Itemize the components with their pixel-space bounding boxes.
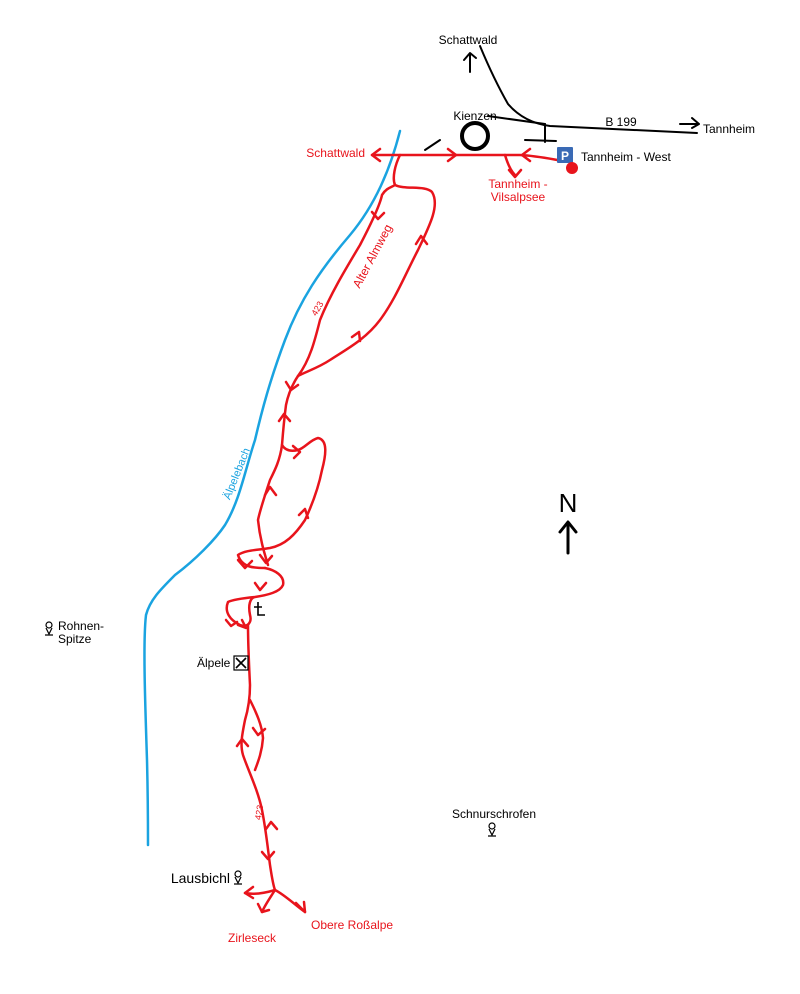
arrow-west-trail-icon [520,147,532,163]
north-label: N [559,488,578,518]
label-aelpelebach: Älpelebach [221,446,253,501]
label-alter-almweg: Alter Almweg [350,222,395,290]
roundabout-icon [460,121,490,151]
arrow-descent-3-icon [236,558,254,570]
arrow-aelpele-loop-icon [224,618,239,628]
trail-branch-vilsalpsee [503,153,517,177]
parking-letter: P [561,149,569,163]
label-route-423-lower: 423 [253,804,265,821]
label-kienzen: Kienzen [453,109,496,123]
mountain-hut-icon [233,655,249,671]
arrow-descent-1-icon [284,380,300,392]
road-west-stub [424,139,441,151]
label-aelpele: Älpele [197,656,231,670]
trail-main-descent [256,374,300,567]
label-schattwald-left: Schattwald [306,146,365,160]
start-point-icon [566,162,578,174]
road-secondary [524,139,557,142]
arrow-descent-5-icon [251,726,267,737]
label-tannheim-vilsalpsee-line1: Tannheim - [488,177,547,191]
trail-variant-east [248,698,265,772]
arrow-ascent-2-icon [263,485,278,497]
label-tannheim-west: Tannheim - West [581,150,671,164]
trail-start-road [392,153,572,187]
trail-split-bottom [243,888,307,914]
arrow-schattwald-north-icon [463,52,477,73]
label-rohnen-line1: Rohnen- [58,619,104,633]
trail-to-lausbichl [240,623,277,892]
road-b199 [487,115,546,125]
trail-near-aelpele [225,566,285,627]
summit-icon-schnurschrofen [488,822,496,837]
arrow-ascent-1-icon [277,412,292,423]
road-arrows [463,52,700,129]
arrow-aelpele-left-icon [236,618,248,630]
arrow-tannheim-east-icon [679,117,700,129]
parking-icon: P [557,147,573,163]
arrow-left-schattwald-icon [370,147,382,163]
label-lausbichl: Lausbichl [171,870,230,886]
arrow-loop-up-1-icon [414,234,429,246]
trail-network [225,153,572,914]
river-aelpelebach [143,129,402,847]
label-schattwald-north: Schattwald [439,33,498,47]
arrow-ascent-5-icon [264,820,279,831]
summit-icon-rohnen [45,621,53,636]
label-tannheim: Tannheim [703,122,755,136]
arrow-east-trail-icon [446,147,458,163]
arrow-bottom-down-icon [256,902,271,914]
arrow-ascent-3-icon [297,507,310,520]
trail-inner-loop [236,436,327,570]
arrow-ascent-4-icon [235,737,250,748]
arrow-down-inner-icon [291,444,302,460]
arrow-descent-2-icon [258,553,274,565]
label-schnurschrofen: Schnurschrofen [452,807,536,821]
trail-arrows [224,147,532,914]
label-zirleseck: Zirleseck [228,931,277,945]
wayside-cross-icon [254,602,265,616]
label-b199: B 199 [605,115,637,129]
arrow-down-vilsalpsee-icon [507,168,523,179]
summit-icon-lausbichl [234,870,242,885]
arrow-descent-4-icon [253,581,268,592]
label-tannheim-vilsalpsee-line2: Vilsalpsee [491,190,546,204]
arrow-loop-down-icon [370,210,386,221]
arrow-descent-6-icon [260,850,276,861]
arrow-bottom-right-icon [294,900,307,914]
trail-alter-almweg-loop [296,183,437,378]
north-arrow-icon: N [558,488,578,555]
arrow-bottom-left-icon [243,885,255,900]
label-rohnen-line2: Spitze [58,632,92,646]
road-network [424,45,698,151]
arrow-loop-up-2-icon [350,330,362,343]
label-obere-rossalpe: Obere Roßalpe [311,918,393,932]
